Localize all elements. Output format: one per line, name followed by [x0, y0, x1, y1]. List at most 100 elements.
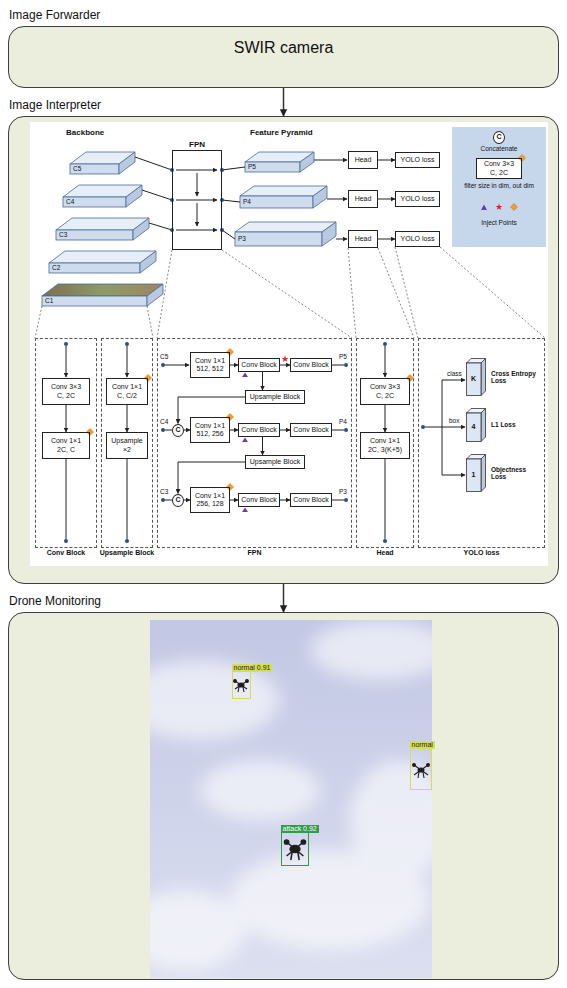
layer-box: Upsample Block	[245, 455, 305, 469]
inject-triangle	[242, 373, 248, 378]
part-label: P4	[339, 418, 347, 425]
connector-arrow	[280, 430, 290, 431]
layer-box: Upsample Block	[245, 390, 305, 404]
detail-panel: FPNConv 1×1512, 512Conv BlockConv BlockU…	[157, 338, 352, 548]
node-text: Conv 1×1	[370, 437, 400, 445]
inject-triangle	[242, 438, 248, 443]
part-label: P3	[339, 488, 347, 495]
node-text: C	[175, 496, 180, 504]
node-text: C	[175, 426, 180, 434]
node-text: attack 0.92	[281, 825, 319, 833]
figure-heading: Backbone	[66, 128, 104, 137]
part-label: C2	[52, 264, 60, 271]
inject-triangle	[242, 508, 248, 513]
node-text: YOLO loss	[464, 549, 500, 557]
node-text: 512, 256	[196, 430, 223, 438]
slab-front	[467, 363, 482, 396]
detail-panel: YOLO lossKCross Entropy Loss4L1 Loss1Obj…	[418, 338, 545, 548]
node-text: L1 Loss	[491, 421, 539, 428]
node-text: Inject Points	[452, 219, 546, 226]
concat-circle: C	[172, 424, 184, 437]
part-label: C5	[160, 353, 168, 360]
zoom-lines	[35, 247, 545, 338]
node-text: YOLO loss	[401, 195, 435, 203]
figure-heading: Feature Pyramid	[250, 128, 313, 137]
section-panel: Image InterpreterFPNHeadHeadHeadYOLO los…	[8, 116, 559, 584]
figure-ground	[30, 122, 548, 566]
drone	[234, 680, 249, 692]
drone	[413, 764, 430, 778]
layer-box: Conv Block	[238, 423, 280, 437]
part-label: C3	[160, 488, 168, 495]
layer-box: Conv Block	[290, 493, 332, 507]
node-text: Upsample Block	[250, 393, 301, 401]
legend-panel: Concatenate filter size in dim, out dimIn…	[452, 127, 546, 247]
pyramid-slabs	[235, 152, 336, 246]
concat-circle: C	[172, 494, 184, 507]
connector-arrow	[262, 372, 263, 390]
slab-side	[481, 455, 486, 492]
backbone-slabs	[42, 152, 163, 306]
node-text: Conv Block	[293, 426, 328, 434]
part-label: C5	[73, 165, 81, 172]
layer-box: Conv 1×12C, 3(K+5)	[360, 432, 410, 459]
slab-side	[481, 409, 486, 442]
node-text: FPN	[248, 549, 262, 557]
slab-side	[481, 359, 486, 396]
layer-box: Conv 1×1C, C/2	[106, 378, 148, 405]
part-label: C1	[45, 297, 53, 304]
connector-arrow	[378, 239, 395, 240]
detection-box: normal	[410, 748, 432, 790]
node-text: ×2	[123, 446, 131, 454]
figure-lines	[66, 157, 465, 539]
node-text: C, 2C	[376, 392, 394, 400]
part-label: P3	[238, 235, 246, 242]
node-text: 1	[472, 471, 476, 479]
node-text: Conv Block	[293, 361, 328, 369]
connector-arrow	[283, 88, 285, 116]
layer-box: Upsample×2	[106, 432, 148, 459]
node-text: Head	[355, 195, 372, 203]
layer-box: Conv 3×3C, 2C	[42, 378, 90, 405]
node-text: Objectness Loss	[491, 466, 539, 481]
layer-box: Conv 1×12C, C	[42, 432, 90, 459]
node-text: normal 0.91	[232, 664, 273, 672]
node-text: Conv Block	[47, 549, 86, 557]
node-text: Conv 3×3	[370, 383, 400, 391]
node-text: FPN	[189, 140, 205, 149]
detail-panel: Conv BlockConv 3×3C, 2CConv 1×12C, C	[35, 338, 97, 548]
connector-arrow	[178, 397, 245, 424]
node-text: Concatenate	[452, 145, 546, 152]
node-text: Image Forwarder	[9, 9, 100, 23]
node-text: Conv Block	[241, 361, 276, 369]
layer-box: Conv Block	[238, 493, 280, 507]
node-text: YOLO loss	[401, 235, 435, 243]
connector-arrow	[230, 430, 238, 431]
part-label: P5	[248, 163, 256, 170]
node-text: Conv 3×3	[484, 160, 514, 168]
layer-box: Head	[348, 190, 378, 208]
node-text: 256, 128	[196, 500, 223, 508]
layer-box: Conv 1×1512, 512	[190, 352, 230, 378]
layer-box: YOLO loss	[395, 152, 440, 168]
node-text: C	[496, 133, 501, 141]
node-text: Conv 3×3	[51, 383, 81, 391]
legend-ground	[452, 127, 546, 247]
detection-box: normal 0.91	[232, 671, 251, 699]
node-text: filter size in dim, out dim	[464, 182, 534, 189]
layer-box: Conv 1×1256, 128	[190, 487, 230, 513]
node-text: Cross Entropy Loss	[491, 370, 539, 385]
node-text: C, 2C	[490, 169, 508, 177]
drone	[285, 840, 306, 860]
layer-box: Conv Block	[290, 358, 332, 372]
detail-panel: Upsample BlockConv 1×1C, C/2Upsample×2	[101, 338, 153, 548]
connector-arrow	[66, 405, 67, 432]
connector-arrow	[280, 365, 290, 366]
inject-star	[282, 356, 289, 362]
node-text: 2C, 3(K+5)	[368, 446, 402, 454]
node-text: Conv 1×1	[195, 492, 225, 500]
node-text: Conv 1×1	[195, 422, 225, 430]
loss-slab: KCross Entropy Loss	[466, 358, 486, 396]
node-text: Conv Block	[293, 496, 328, 504]
node-text: Upsample	[111, 437, 143, 445]
